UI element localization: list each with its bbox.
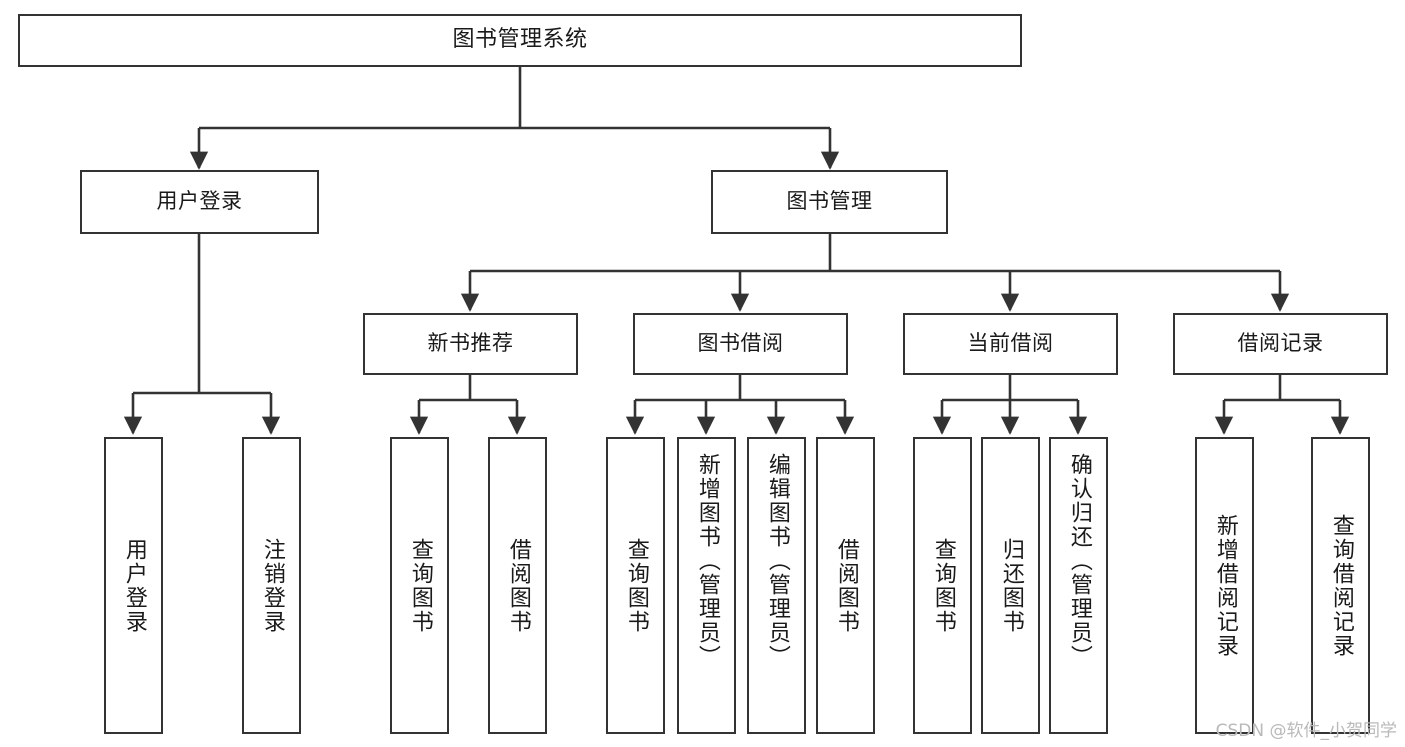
leaf-user-login-login[interactable]: 用户登录 <box>104 437 163 734</box>
node-label: 用户登录 <box>121 537 147 634</box>
watermark-text: CSDN @软件_小贺同学 <box>1215 721 1397 741</box>
node-user-login[interactable]: 用户登录 <box>80 170 319 234</box>
node-label: 确认归还（管理员） <box>1066 453 1092 669</box>
leaf-borrow-record-add[interactable]: 新增借阅记录 <box>1195 437 1254 734</box>
leaf-book-borrow-edit[interactable]: 编辑图书（管理员） <box>747 437 806 734</box>
node-label: 用户登录 <box>156 189 243 214</box>
leaf-new-book-borrow[interactable]: 借阅图书 <box>488 437 547 734</box>
node-label: 查询图书 <box>930 537 956 634</box>
node-label: 查询图书 <box>407 537 433 634</box>
node-label: 注销登录 <box>259 537 285 634</box>
node-label: 图书管理系统 <box>452 27 588 53</box>
node-label: 图书借阅 <box>697 331 784 356</box>
leaf-borrow-record-query[interactable]: 查询借阅记录 <box>1311 437 1370 734</box>
node-label: 借阅图书 <box>833 537 859 634</box>
node-label: 查询图书 <box>623 537 649 634</box>
node-borrow-record[interactable]: 借阅记录 <box>1173 313 1388 375</box>
leaf-book-borrow-lend[interactable]: 借阅图书 <box>816 437 875 734</box>
node-label: 借阅图书 <box>505 537 531 634</box>
node-label: 当前借阅 <box>967 331 1054 356</box>
node-label: 归还图书 <box>998 537 1024 634</box>
leaf-current-borrow-confirm[interactable]: 确认归还（管理员） <box>1049 437 1108 734</box>
node-label: 图书管理 <box>786 189 873 214</box>
leaf-new-book-query[interactable]: 查询图书 <box>390 437 449 734</box>
node-book-management[interactable]: 图书管理 <box>711 170 948 234</box>
leaf-current-borrow-return[interactable]: 归还图书 <box>981 437 1040 734</box>
node-label: 新增借阅记录 <box>1212 513 1238 658</box>
leaf-current-borrow-query[interactable]: 查询图书 <box>913 437 972 734</box>
node-label: 新增图书（管理员） <box>694 453 720 669</box>
leaf-book-borrow-query[interactable]: 查询图书 <box>606 437 665 734</box>
node-root-system[interactable]: 图书管理系统 <box>18 14 1022 67</box>
node-new-book-recommend[interactable]: 新书推荐 <box>363 313 578 375</box>
node-book-borrow[interactable]: 图书借阅 <box>633 313 848 375</box>
node-label: 编辑图书（管理员） <box>764 453 790 669</box>
node-label: 新书推荐 <box>427 331 514 356</box>
node-label: 借阅记录 <box>1237 331 1324 356</box>
leaf-book-borrow-add[interactable]: 新增图书（管理员） <box>677 437 736 734</box>
leaf-user-login-logout[interactable]: 注销登录 <box>242 437 301 734</box>
node-current-borrow[interactable]: 当前借阅 <box>903 313 1118 375</box>
node-label: 查询借阅记录 <box>1328 513 1354 658</box>
